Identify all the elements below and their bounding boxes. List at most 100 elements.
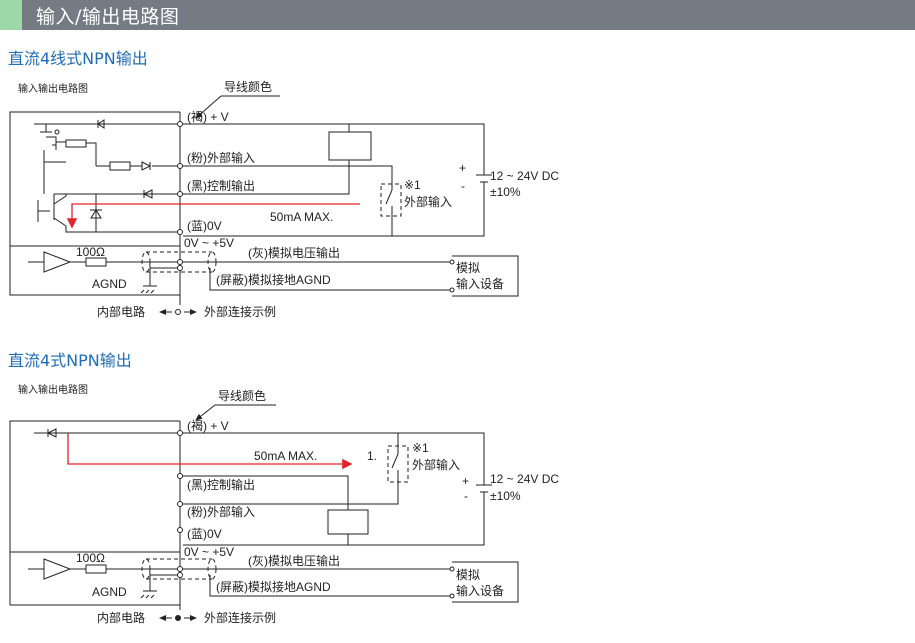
s1-caption: 输入输出电路图 xyxy=(18,82,88,95)
circuit-diagram-2: 输入输出电路图 导线颜色 (褐) + V 50mA MAX. 1. ※1 外部输… xyxy=(9,383,559,625)
s2-shield-right xyxy=(207,558,217,580)
s2-device-line2: 输入设备 xyxy=(456,583,504,598)
s2-outer-label: 外部连接示例 xyxy=(204,610,276,625)
s1-minus: - xyxy=(461,179,465,193)
s1-device-term-2 xyxy=(449,287,455,293)
header-accent xyxy=(0,0,22,30)
s1-diode-1 xyxy=(97,119,105,129)
s2-terminal-blue xyxy=(177,527,183,533)
s1-diode-3 xyxy=(142,189,153,199)
s1-ground-symbol xyxy=(140,266,157,294)
s2-tolerance: ±10% xyxy=(490,489,521,503)
s1-ext-switch-box xyxy=(380,183,402,217)
s2-line-plusv-outer xyxy=(183,432,485,485)
s2-terminal-black xyxy=(177,473,183,479)
s2-shield-gnd: (屏蔽)模拟接地AGND xyxy=(216,579,331,594)
s2-wire-pink: (粉)外部输入 xyxy=(187,504,255,519)
s1-note-mark: ※1 xyxy=(404,178,421,192)
section1-title: 直流4线式NPN输出 xyxy=(8,49,148,68)
s1-gray-out: (灰)模拟电压输出 xyxy=(248,245,340,260)
s2-one: 1. xyxy=(367,449,377,463)
s1-device-line1: 模拟 xyxy=(456,261,480,275)
s1-line-shield xyxy=(209,268,450,291)
s1-ext-switch xyxy=(385,184,393,236)
s1-device-frame xyxy=(452,255,519,297)
s2-internal-frame xyxy=(9,420,180,606)
s1-line-black-inner xyxy=(43,178,178,210)
s2-diode xyxy=(46,428,57,438)
s1-line-b xyxy=(43,150,66,178)
s2-note-mark: ※1 xyxy=(412,441,429,455)
circuit-diagram-1: 输入输出电路图 导线颜色 (褐) + V (粉)外部输入 (黑)控制输出 50m… xyxy=(9,79,559,319)
s1-inner-label: 内部电路 xyxy=(97,304,145,319)
s1-terminal-black xyxy=(177,191,183,197)
s2-shield-body xyxy=(146,558,212,580)
s2-max-current: 50mA MAX. xyxy=(254,449,317,463)
s1-wire-pink: (粉)外部输入 xyxy=(187,150,255,165)
s1-line-pink-outer xyxy=(183,165,393,184)
s1-tolerance: ±10% xyxy=(490,185,521,199)
s2-wire-color-label: 导线颜色 xyxy=(218,388,266,403)
s1-wire-color-pointer xyxy=(195,95,222,119)
s2-gray-out: (灰)模拟电压输出 xyxy=(248,553,340,568)
s1-ext-input: 外部输入 xyxy=(404,194,452,209)
s2-volt-range: 0V ~ +5V xyxy=(184,545,234,559)
s2-caption: 输入输出电路图 xyxy=(18,383,88,396)
s1-shield-right xyxy=(207,251,217,273)
s2-agnd: AGND xyxy=(92,585,127,599)
s2-terminal-brown xyxy=(177,430,183,436)
s1-plus: + xyxy=(459,161,466,175)
s1-node-a xyxy=(54,129,60,135)
s1-device-line2: 输入设备 xyxy=(456,276,504,291)
s1-line-black-outer xyxy=(183,160,350,195)
s1-legend-terminal xyxy=(175,309,181,315)
s2-terminal-shield xyxy=(177,572,183,578)
s1-transistor-1 xyxy=(40,124,66,150)
s1-line-a xyxy=(86,142,97,166)
s1-terminal-pink xyxy=(177,163,183,169)
s2-inner-label: 内部电路 xyxy=(97,610,145,625)
page-header: 输入/输出电路图 xyxy=(0,0,915,30)
s2-load-box xyxy=(327,509,369,535)
s2-device-term-1 xyxy=(449,566,455,572)
s2-line-pink-outer xyxy=(183,490,399,505)
s2-resistor-label: 100Ω xyxy=(76,551,105,565)
s1-current-path xyxy=(66,203,360,229)
s1-terminal-shield xyxy=(177,265,183,271)
s2-line-black-outer xyxy=(183,475,349,510)
s1-line-blue-outer xyxy=(183,196,485,237)
s1-terminal-blue xyxy=(177,229,183,235)
s1-resistor-b xyxy=(109,161,131,171)
s2-wire-color-pointer xyxy=(195,404,216,421)
s2-wire-black: (黑)控制输出 xyxy=(187,477,255,492)
s1-agnd: AGND xyxy=(92,277,127,291)
s1-zener-diode xyxy=(90,209,102,219)
s1-resistor-label: 100Ω xyxy=(76,245,105,259)
s2-resistor-100 xyxy=(85,564,107,574)
s2-terminal-pink xyxy=(177,501,183,507)
s1-wire-color-label: 导线颜色 xyxy=(224,79,272,94)
s1-volt-range: 0V ~ +5V xyxy=(184,236,234,250)
s2-device-frame xyxy=(452,561,519,603)
s2-line-shield xyxy=(209,575,450,597)
s2-shield-left xyxy=(141,558,151,580)
s1-line-plusv-outer xyxy=(183,123,485,175)
s1-amplifier xyxy=(28,251,178,273)
s1-terminal-brown xyxy=(177,121,183,127)
s2-wire-brown: (褐) + V xyxy=(187,418,229,433)
s1-wire-brown: (褐) + V xyxy=(187,109,229,124)
s1-load-box xyxy=(328,131,372,161)
s2-minus: - xyxy=(464,489,468,503)
s1-shield-gnd: (屏蔽)模拟接地AGND xyxy=(216,272,331,287)
s1-outer-label: 外部连接示例 xyxy=(204,304,276,319)
s2-wire-blue: (蓝)0V xyxy=(187,527,222,541)
section2-title: 直流4式NPN输出 xyxy=(8,351,132,370)
s2-ground-symbol xyxy=(140,573,157,599)
page-title: 输入/输出电路图 xyxy=(36,5,180,28)
s2-line-blue-outer xyxy=(183,505,485,546)
s1-supply: 12 ~ 24V DC xyxy=(490,169,559,183)
s1-line-blue-inner xyxy=(65,226,178,233)
s1-internal-frame xyxy=(9,111,180,296)
s2-ext-input: 外部输入 xyxy=(412,457,460,472)
s1-wire-blue: (蓝)0V xyxy=(187,219,222,233)
